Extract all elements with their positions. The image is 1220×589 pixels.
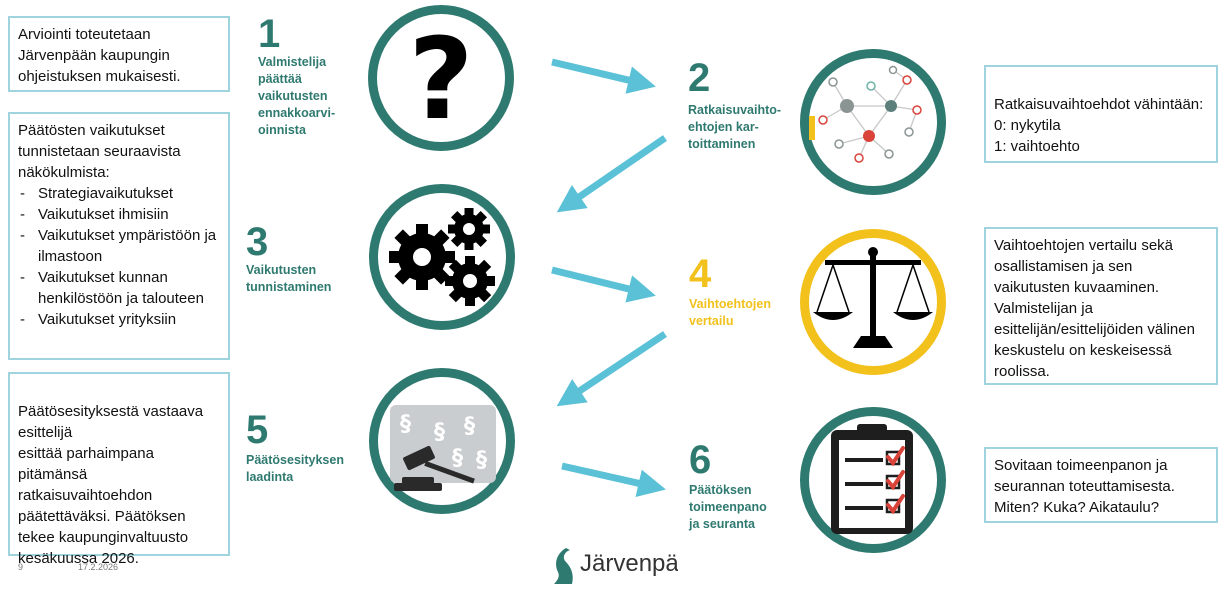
jarvenpaa-logo: Järvenpää [552, 544, 678, 586]
swan-logo-icon [554, 548, 573, 584]
page-number: 9 [18, 562, 24, 572]
alternatives-text: Ratkaisuvaihtoehdot vähintään: 0: nykyti… [994, 96, 1204, 155]
section-sign-icon: § [400, 412, 411, 437]
step-2-label: Ratkaisuvaihto- ehtojen kar- toittaminen [688, 103, 782, 151]
proposal-box: Päätösesityksestä vastaava esittelijä es… [8, 372, 230, 567]
impacts-heading: Päätösten vaikutukset tunnistetaan seura… [18, 122, 181, 181]
network-icon [807, 65, 922, 163]
step-2-number: 2 [688, 56, 711, 100]
step-4-label: Vaihtoehtojen vertailu [689, 297, 771, 328]
step-1-number: 1 [258, 12, 281, 56]
impact-item: Vaikutukset ympäristöön ja ilmastoon [18, 225, 220, 267]
footer-date: 17.2.2026 [78, 562, 119, 572]
intro-text: Arviointi toteutetaan Järvenpään kaupung… [18, 26, 181, 85]
section-sign-icon: § [452, 446, 463, 471]
svg-text:?: ? [409, 15, 474, 142]
comparison-text: Vaihtoehtojen vertailu sekä osallistamis… [994, 237, 1195, 380]
arrow-3-to-4 [551, 266, 656, 303]
impacts-box: Päätösten vaikutukset tunnistetaan seura… [8, 112, 230, 360]
step-3-circle [369, 184, 515, 330]
step-3-number: 3 [246, 220, 269, 264]
impacts-list: Strategiavaikutukset Vaikutukset ihmisii… [18, 183, 220, 330]
step-1-circle: ? [368, 5, 514, 151]
arrow-5-to-6 [561, 462, 666, 497]
comparison-box: Vaihtoehtojen vertailu sekä osallistamis… [984, 227, 1218, 385]
section-sign-icon: § [434, 420, 445, 445]
proposal-text: Päätösesityksestä vastaava esittelijä es… [18, 403, 204, 567]
logo-text: Järvenpää [580, 550, 678, 577]
step-3-label: Vaikutusten tunnistaminen [246, 263, 332, 294]
arrow-4-to-5 [556, 331, 667, 407]
gears-icon [389, 208, 495, 306]
scales-icon [813, 247, 933, 348]
impact-item: Vaikutukset ihmisiin [18, 204, 220, 225]
intro-box: Arviointi toteutetaan Järvenpään kaupung… [8, 16, 230, 92]
clipboard-checklist-icon [831, 424, 913, 534]
step-5-label: Päätösesityksen laadinta [246, 453, 344, 484]
step-5-circle: § § § § § [369, 368, 515, 514]
impact-item: Strategiavaikutukset [18, 183, 220, 204]
section-sign-icon: § [464, 414, 475, 439]
step-5-number: 5 [246, 408, 269, 452]
impact-item: Vaikutukset kunnan henkilöstöön ja talou… [18, 267, 220, 309]
arrow-1-to-2 [551, 58, 656, 94]
step-6-label: Päätöksen toimeenpano ja seuranta [689, 483, 767, 531]
step-6-number: 6 [689, 438, 712, 482]
step-4-circle [800, 229, 946, 375]
step-1-label: Valmistelija päättää vaikutusten ennakko… [258, 55, 336, 137]
gavel-law-icon: § § § § § [390, 405, 496, 491]
step-2-circle [800, 49, 946, 195]
alternatives-box: Ratkaisuvaihtoehdot vähintään: 0: nykyti… [984, 65, 1218, 163]
question-mark-icon: ? [409, 15, 474, 145]
section-sign-icon: § [476, 448, 487, 473]
impact-item: Vaikutukset yrityksiin [18, 309, 220, 330]
arrow-2-to-3 [556, 135, 667, 213]
step-6-circle [800, 407, 946, 553]
implementation-text: Sovitaan toimeenpanon ja seurannan toteu… [994, 457, 1175, 516]
step-4-number: 4 [689, 252, 712, 296]
implementation-box: Sovitaan toimeenpanon ja seurannan toteu… [984, 447, 1218, 523]
